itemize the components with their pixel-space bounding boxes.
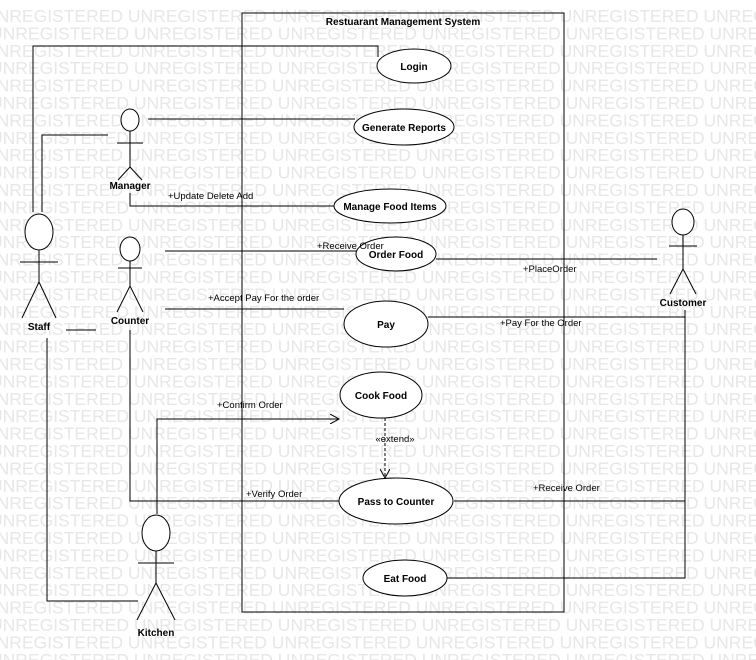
actor-kitchen[interactable]: Kitchen [136, 514, 176, 639]
actor-counter[interactable]: Counter [111, 236, 149, 327]
watermark-row: UNREGISTERED UNREGISTERED UNREGISTERED U… [0, 76, 756, 96]
actor-head [671, 208, 695, 236]
use-case-login[interactable]: Login [376, 48, 452, 84]
actor-head [120, 108, 140, 132]
actor-head [119, 236, 141, 262]
actor-manager[interactable]: Manager [109, 108, 151, 192]
actor-head [24, 213, 54, 251]
actor-customer[interactable]: Customer [660, 208, 707, 309]
watermark-row: UNREGISTERED UNREGISTERED UNREGISTERED U… [0, 23, 756, 43]
use-case-cook-food[interactable]: Cook Food [339, 371, 423, 419]
use-case-eat-food[interactable]: Eat Food [362, 559, 448, 597]
label-receive-order-counter: +Receive Order [317, 241, 384, 252]
use-case-label: Pass to Counter [358, 497, 435, 508]
label-confirm-order: +Confirm Order [217, 400, 283, 411]
watermark-row: UNREGISTERED UNREGISTERED UNREGISTERED U… [0, 598, 756, 618]
watermark-row: UNREGISTERED UNREGISTERED UNREGISTERED U… [0, 93, 756, 113]
connectors [32, 45, 686, 602]
watermark-row: UNREGISTERED UNREGISTERED UNREGISTERED U… [0, 354, 756, 374]
label-extend: «extend» [375, 434, 414, 445]
watermark-row: UNREGISTERED UNREGISTERED UNREGISTERED U… [0, 145, 756, 165]
eatfood-customer-link [447, 501, 686, 579]
staff-login-link [32, 45, 379, 212]
watermark-row: UNREGISTERED UNREGISTERED UNREGISTERED U… [0, 458, 756, 478]
label-update-delete-add: +Update Delete Add [168, 191, 253, 202]
use-case-label: Pay [377, 320, 395, 331]
use-case-label: Manage Food Items [343, 202, 437, 213]
actor-label: Counter [111, 316, 149, 327]
kitchen-cookfood-link [156, 419, 339, 514]
manager-fooditems-link [129, 193, 334, 207]
watermark-row: UNREGISTERED UNREGISTERED UNREGISTERED U… [0, 528, 756, 548]
use-case-label: Generate Reports [362, 123, 446, 134]
watermark-row: UNREGISTERED UNREGISTERED UNREGISTERED U… [0, 441, 756, 461]
use-case-pay[interactable]: Pay [343, 300, 429, 348]
actor-label: Manager [109, 181, 150, 192]
actor-label: Staff [28, 322, 51, 333]
watermark-row: UNREGISTERED UNREGISTERED UNREGISTERED U… [0, 650, 756, 660]
use-case-label: Order Food [369, 250, 423, 261]
label-pay-for-order: +Pay For the Order [500, 318, 582, 329]
use-case-label: Login [400, 62, 427, 73]
watermark-row: UNREGISTERED UNREGISTERED UNREGISTERED U… [0, 632, 756, 652]
counter-pass-link [129, 330, 340, 502]
watermark-row: UNREGISTERED UNREGISTERED UNREGISTERED U… [0, 615, 756, 635]
system-title: Restuarant Management System [326, 17, 481, 28]
watermark-row: UNREGISTERED UNREGISTERED UNREGISTERED U… [0, 284, 756, 304]
use-case-manage-food-items[interactable]: Manage Food Items [333, 188, 447, 224]
use-case-label: Eat Food [384, 574, 427, 585]
actor-label: Customer [660, 298, 707, 309]
watermark-row: UNREGISTERED UNREGISTERED UNREGISTERED U… [0, 163, 756, 183]
use-case-order-food[interactable]: Order Food [355, 236, 437, 272]
watermark-row: UNREGISTERED UNREGISTERED UNREGISTERED U… [0, 267, 756, 287]
label-receive-order-customer: +Receive Order [533, 483, 600, 494]
actor-head [141, 514, 171, 552]
actor-label: Kitchen [138, 628, 175, 639]
label-accept-pay: +Accept Pay For the order [208, 293, 319, 304]
label-verify-order: +Verify Order [246, 489, 302, 500]
watermark-row: UNREGISTERED UNREGISTERED UNREGISTERED U… [0, 545, 756, 565]
watermark-row: UNREGISTERED UNREGISTERED UNREGISTERED U… [0, 424, 756, 444]
system-boundary [241, 12, 565, 613]
use-case-pass-to-counter[interactable]: Pass to Counter [338, 477, 454, 525]
watermark-row: UNREGISTERED UNREGISTERED UNREGISTERED U… [0, 215, 756, 235]
staff-kitchen-link [46, 338, 138, 602]
watermark-row: UNREGISTERED UNREGISTERED UNREGISTERED U… [0, 6, 756, 26]
use-case-generate-reports[interactable]: Generate Reports [353, 108, 455, 146]
label-place-order: +PlaceOrder [523, 264, 577, 275]
staff-manager-link [41, 134, 108, 212]
actor-staff[interactable]: Staff [20, 213, 58, 333]
use-case-label: Cook Food [355, 391, 407, 402]
